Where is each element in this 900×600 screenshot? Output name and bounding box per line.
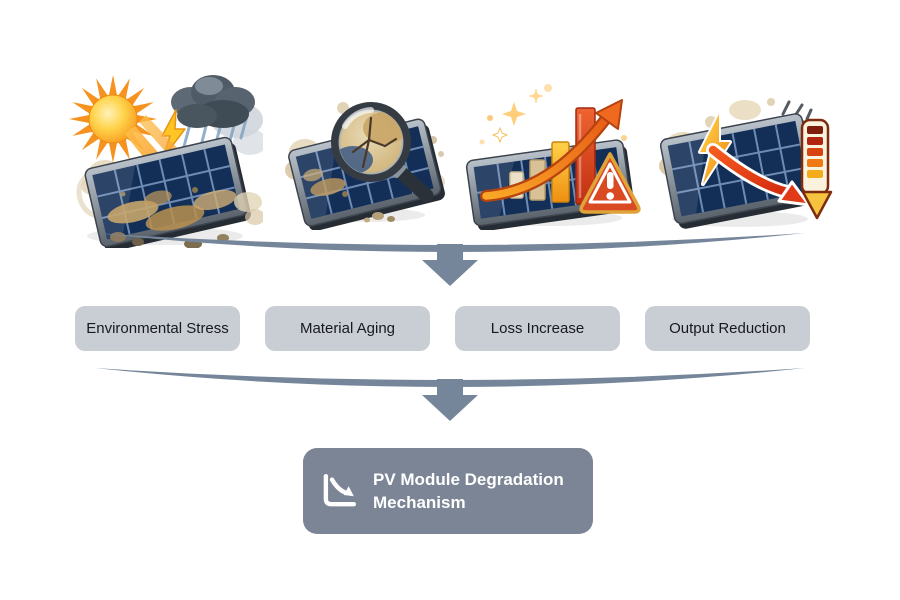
stage-label: Output Reduction — [669, 320, 786, 337]
result-label: PV Module Degradation Mechanism — [373, 470, 564, 512]
stage-chip-environmental-stress: Environmental Stress — [75, 306, 240, 351]
power-level-indicator-icon — [800, 118, 833, 220]
funnel-arrow-top — [95, 233, 805, 286]
result-box: PV Module Degradation Mechanism — [303, 448, 593, 534]
loss-increase-illustration — [465, 84, 641, 230]
environmental-stress-illustration — [69, 75, 263, 248]
declining-arrow-icon — [706, 143, 811, 207]
stage-chip-output-reduction: Output Reduction — [645, 306, 810, 351]
chart-decline-icon — [323, 473, 357, 507]
stage-label: Loss Increase — [490, 320, 585, 337]
warning-triangle-icon — [579, 152, 641, 214]
stage-chip-loss-increase: Loss Increase — [455, 306, 620, 351]
stage-chip-material-aging: Material Aging — [265, 306, 430, 351]
material-aging-illustration — [285, 102, 445, 230]
sparkles — [479, 84, 627, 145]
sand-patches — [107, 187, 237, 231]
stage-label: Environmental Stress — [86, 320, 229, 337]
funnel-arrow-bottom — [95, 368, 805, 421]
rising-arrow-icon — [480, 99, 623, 202]
magnifier-icon — [331, 102, 411, 182]
sun-icon — [69, 75, 157, 163]
output-reduction-illustration — [659, 98, 833, 229]
stage-label: Material Aging — [299, 320, 396, 337]
